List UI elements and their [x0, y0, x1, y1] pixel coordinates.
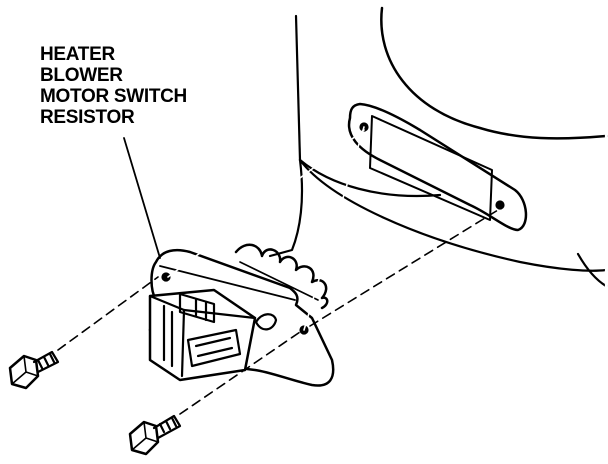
screw-upper [8, 350, 60, 390]
callout-label: HEATER BLOWER MOTOR SWITCH RESISTOR [40, 44, 187, 128]
callout-line-1: HEATER [40, 44, 115, 65]
alignment-lines [57, 126, 499, 415]
callout-line-4: RESISTOR [40, 107, 135, 128]
screw-lower [128, 414, 182, 456]
resistor-assembly [148, 243, 335, 387]
callout-line-3: MOTOR SWITCH [40, 86, 187, 107]
heater-case [268, 0, 608, 464]
callout-leader-line [123, 137, 161, 259]
mounting-opening [347, 102, 528, 232]
callout-line-2: BLOWER [40, 65, 123, 86]
